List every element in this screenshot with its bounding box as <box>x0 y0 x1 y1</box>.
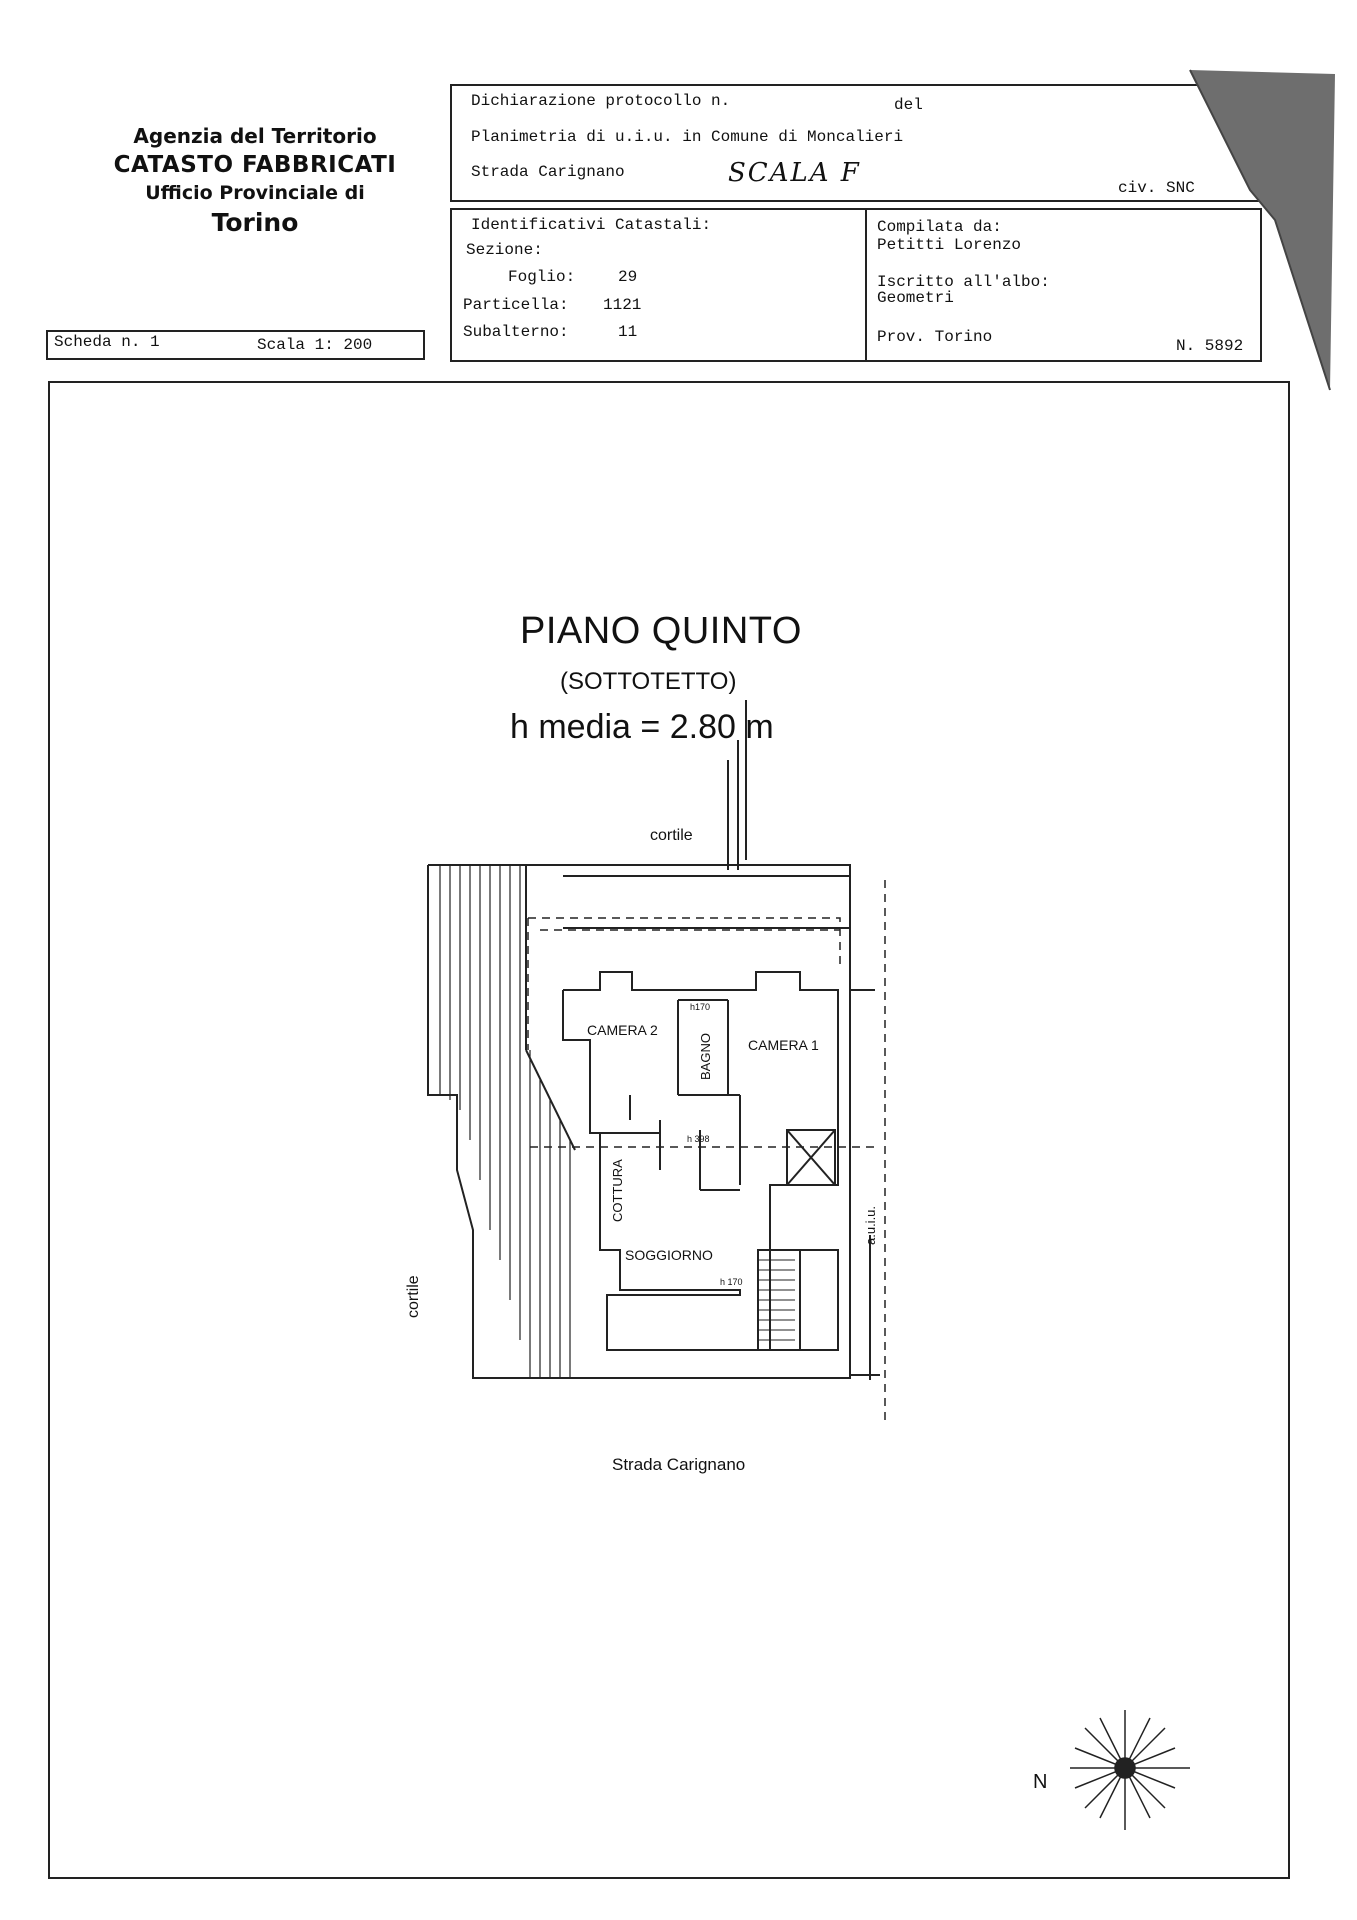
north-compass-icon <box>1070 1710 1190 1830</box>
header-lower-box <box>450 208 1262 362</box>
plan-height: h media = 2.80 m <box>510 708 774 746</box>
drawing-frame <box>48 381 1290 1879</box>
sezione-label: Sezione: <box>466 241 543 259</box>
header-upper-box <box>450 84 1260 202</box>
numero-iscrizione: N. 5892 <box>1176 337 1244 355</box>
scheda-scale: Scala 1: 200 <box>257 336 373 354</box>
subalterno-value: 11 <box>618 323 638 341</box>
provincia: Torino <box>211 208 299 237</box>
plan-title: PIANO QUINTO <box>520 610 802 652</box>
room-camera1: CAMERA 1 <box>748 1037 819 1053</box>
label-cortile-left: cortile <box>405 1275 422 1318</box>
scheda-number: Scheda n. 1 <box>54 333 160 351</box>
foglio-label: Foglio: <box>508 268 576 286</box>
subalterno-label: Subalterno: <box>463 323 569 341</box>
room-bagno: BAGNO <box>698 1033 713 1080</box>
compilata-label: Compilata da: <box>877 218 1002 236</box>
compilatore-name: Petitti Lorenzo <box>877 236 1022 254</box>
planimetria-label: Planimetria di u.i.u. in Comune di Monca… <box>471 128 904 146</box>
particella-label: Particella: <box>463 296 569 314</box>
label-strada-bottom: Strada Carignano <box>612 1455 745 1474</box>
folded-corner <box>1189 69 1335 391</box>
del-label: del <box>894 96 923 114</box>
room-cottura: COTTURA <box>610 1159 625 1222</box>
civico-label: civ. SNC <box>1118 179 1195 197</box>
north-label: N <box>1033 1771 1047 1793</box>
label-uiu: a.u.i.u. <box>863 1206 878 1245</box>
scala-handwritten: SCALA F <box>728 158 861 188</box>
room-camera2: CAMERA 2 <box>587 1022 658 1038</box>
provincia-label: Prov. Torino <box>877 328 993 346</box>
height-h170-bagno: h170 <box>690 1002 710 1012</box>
agency-name: Agenzia del Territorio <box>133 124 377 148</box>
agency-block: Agenzia del Territorio CATASTO FABBRICAT… <box>80 120 430 237</box>
catasto-fabbricati: CATASTO FABBRICATI <box>113 152 397 178</box>
scheda-box <box>46 330 425 360</box>
strada-label: Strada Carignano <box>471 163 625 181</box>
dichiarazione-label: Dichiarazione protocollo n. <box>471 92 731 110</box>
iscritto-label: Iscritto all'albo: <box>877 273 1050 291</box>
plan-subtitle: (SOTTOTETTO) <box>560 668 737 695</box>
ufficio-provinciale: Ufficio Provinciale di <box>145 182 365 204</box>
foglio-value: 29 <box>618 268 638 286</box>
room-soggiorno: SOGGIORNO <box>625 1247 713 1263</box>
height-h398: h 398 <box>687 1134 710 1144</box>
label-cortile-top: cortile <box>650 827 693 844</box>
albo-value: Geometri <box>877 289 954 307</box>
particella-value: 1121 <box>603 296 642 314</box>
identificativi-label: Identificativi Catastali: <box>471 216 712 234</box>
header-divider <box>865 208 867 360</box>
height-h170-soggiorno: h 170 <box>720 1277 743 1287</box>
